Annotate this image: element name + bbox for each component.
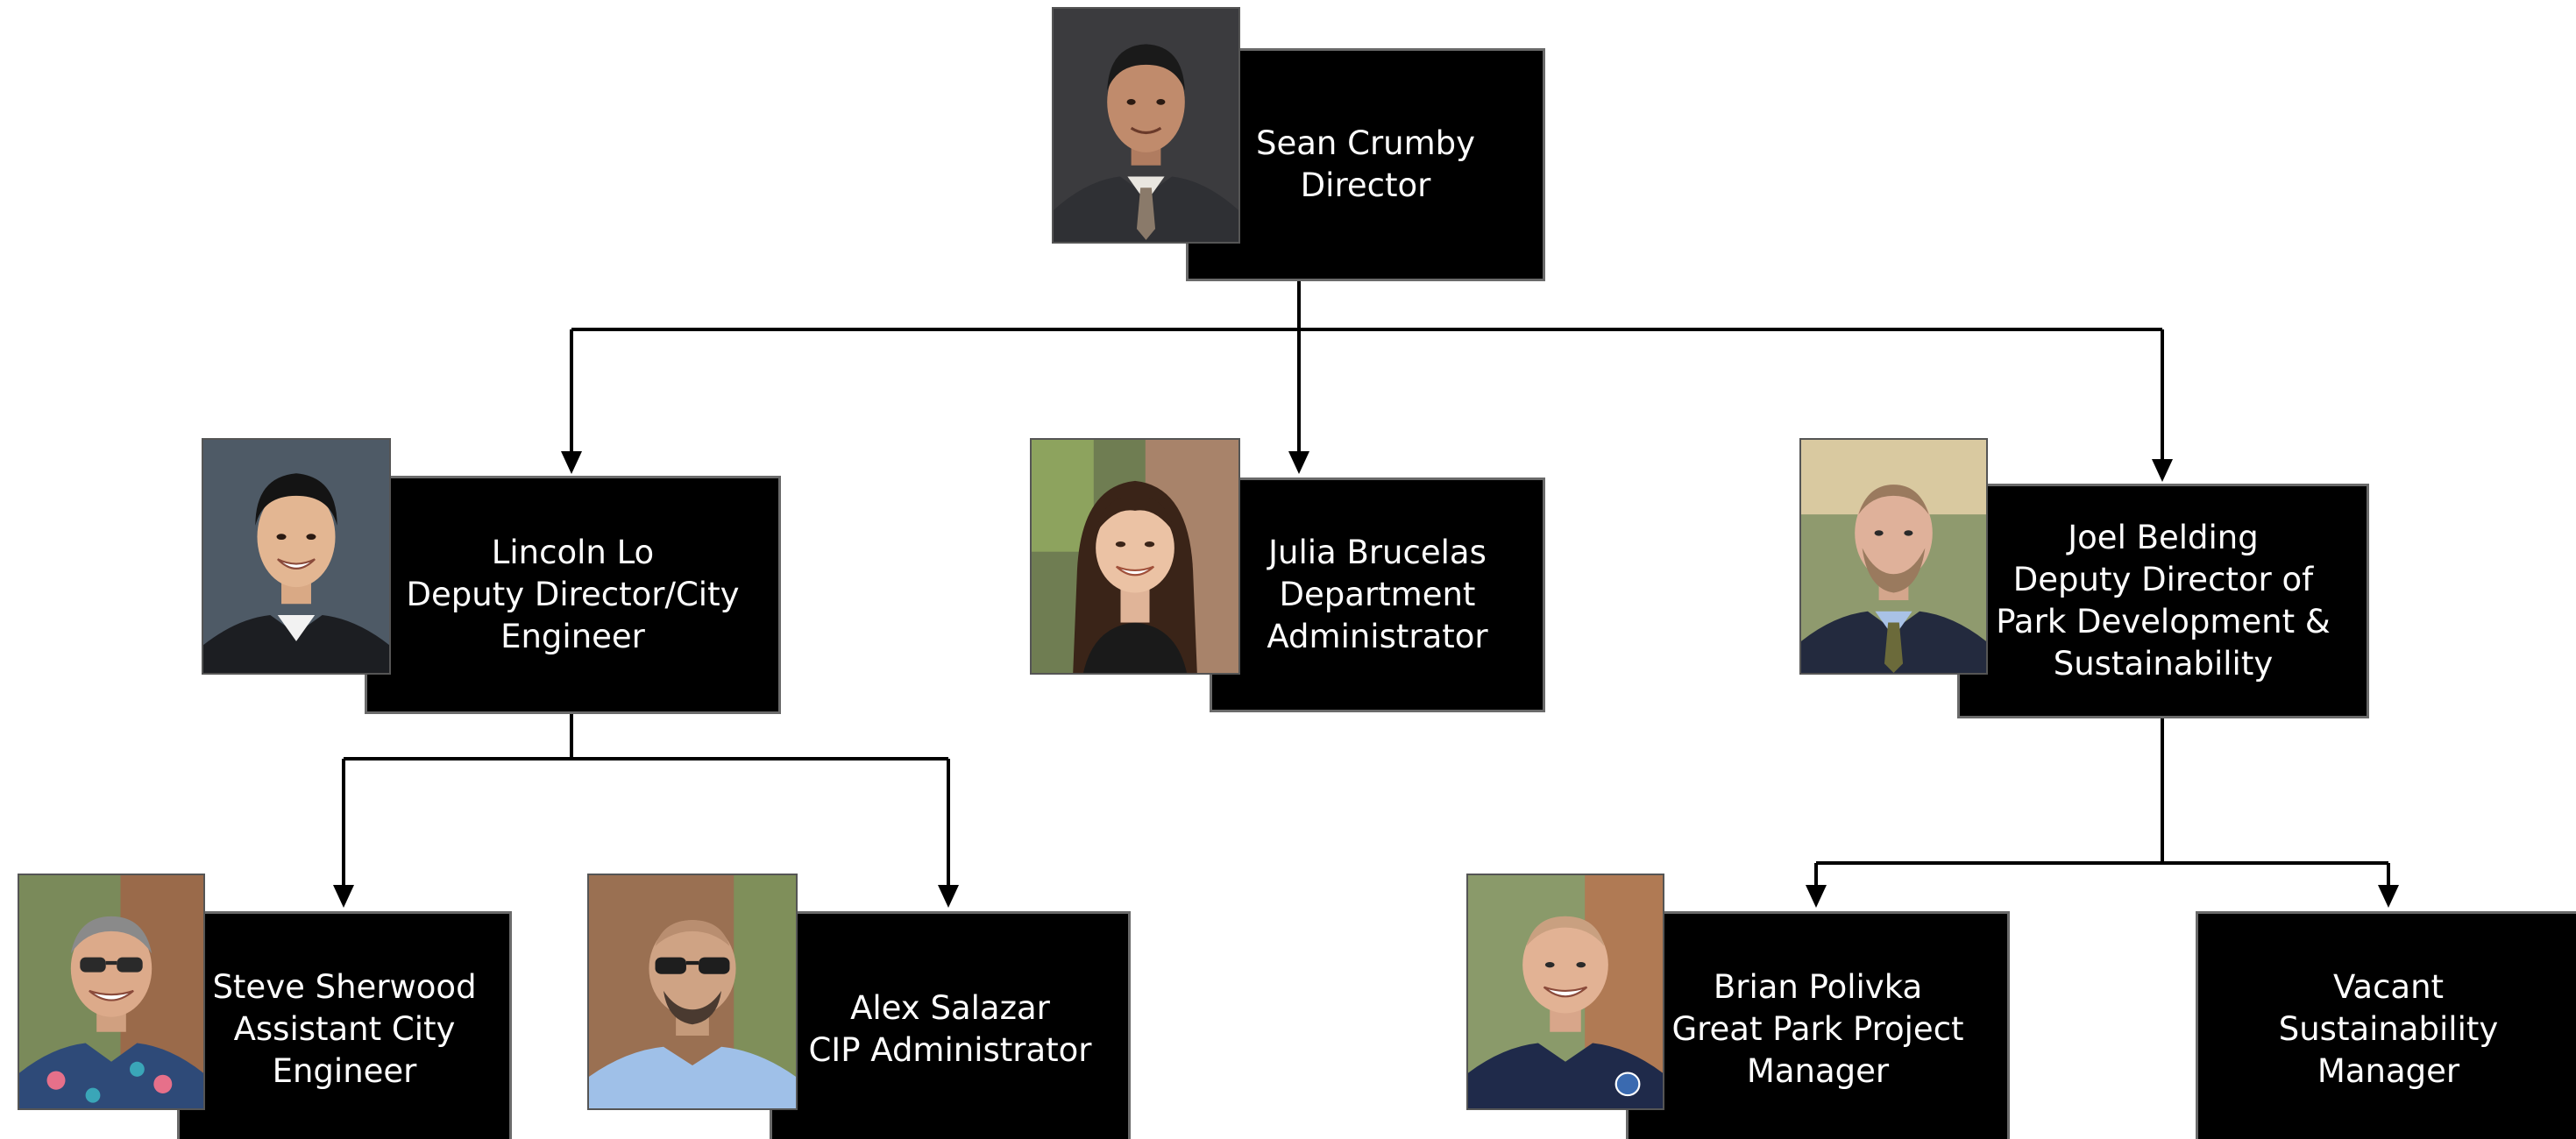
portrait-photo-alex	[587, 874, 798, 1110]
org-node-cip-administrator: Alex Salazar CIP Administrator	[770, 911, 1131, 1139]
arrowhead-joel	[2152, 459, 2173, 482]
person-name: Vacant	[2332, 968, 2445, 1006]
org-node-sustainability-manager: Vacant Sustainability Manager	[2196, 911, 2576, 1139]
arrowhead-steve	[333, 885, 354, 908]
node-text: Vacant Sustainability Manager	[2279, 966, 2499, 1093]
org-node-great-park-project-manager: Brian Polivka Great Park Project Manager	[1626, 911, 2010, 1139]
node-text: Lincoln Lo Deputy Director/City Engineer	[407, 532, 740, 658]
portrait-photo-director	[1052, 7, 1240, 244]
org-node-deputy-director-park-development: Joel Belding Deputy Director of Park Dev…	[1957, 484, 2369, 718]
person-title-line: Engineer	[500, 618, 645, 655]
person-name: Lincoln Lo	[491, 534, 655, 571]
node-text: Sean Crumby Director	[1256, 123, 1475, 207]
node-text: Brian Polivka Great Park Project Manager	[1671, 966, 1963, 1093]
person-title-line: Department	[1279, 576, 1476, 613]
person-name: Alex Salazar	[850, 989, 1050, 1027]
person-title-line: Assistant City	[233, 1010, 456, 1048]
portrait-photo-lincoln	[202, 438, 391, 675]
node-text: Steve Sherwood Assistant City Engineer	[212, 966, 476, 1093]
person-name: Brian Polivka	[1713, 968, 1923, 1006]
org-node-assistant-city-engineer: Steve Sherwood Assistant City Engineer	[177, 911, 512, 1139]
person-title-line: Deputy Director of	[2012, 561, 2314, 598]
portrait-photo-joel	[1799, 438, 1988, 675]
node-text: Joel Belding Deputy Director of Park Dev…	[1996, 517, 2330, 685]
node-text: Alex Salazar CIP Administrator	[808, 987, 1091, 1072]
arrowhead-alex	[938, 885, 959, 908]
person-name: Julia Brucelas	[1268, 534, 1487, 571]
arrowhead-lincoln	[561, 451, 582, 474]
person-title-line: Deputy Director/City	[406, 576, 740, 613]
person-title-line: Sustainability	[2053, 645, 2274, 683]
node-text: Julia Brucelas Department Administrator	[1267, 532, 1487, 658]
org-node-deputy-director-city-engineer: Lincoln Lo Deputy Director/City Engineer	[365, 476, 781, 714]
arrowhead-brian	[1806, 885, 1827, 908]
arrowhead-vacant	[2378, 885, 2399, 908]
person-title-line: Manager	[2317, 1052, 2460, 1090]
person-name: Sean Crumby	[1255, 124, 1476, 162]
person-title-line: Sustainability	[2278, 1010, 2499, 1048]
person-title-line: Director	[1300, 166, 1431, 204]
org-node-department-administrator: Julia Brucelas Department Administrator	[1210, 478, 1545, 712]
person-name: Joel Belding	[2068, 519, 2259, 556]
portrait-photo-julia	[1030, 438, 1240, 675]
org-node-director: Sean Crumby Director	[1186, 48, 1545, 281]
person-title-line: Administrator	[1267, 618, 1488, 655]
person-title-line: Engineer	[272, 1052, 417, 1090]
portrait-photo-brian	[1466, 874, 1664, 1110]
person-name: Steve Sherwood	[212, 968, 477, 1006]
person-title-line: CIP Administrator	[808, 1031, 1092, 1069]
arrowhead-julia	[1288, 451, 1309, 474]
person-title-line: Great Park Project	[1671, 1010, 1964, 1048]
person-title-line: Park Development &	[1996, 603, 2331, 640]
person-title-line: Manager	[1746, 1052, 1890, 1090]
portrait-photo-steve	[18, 874, 205, 1110]
